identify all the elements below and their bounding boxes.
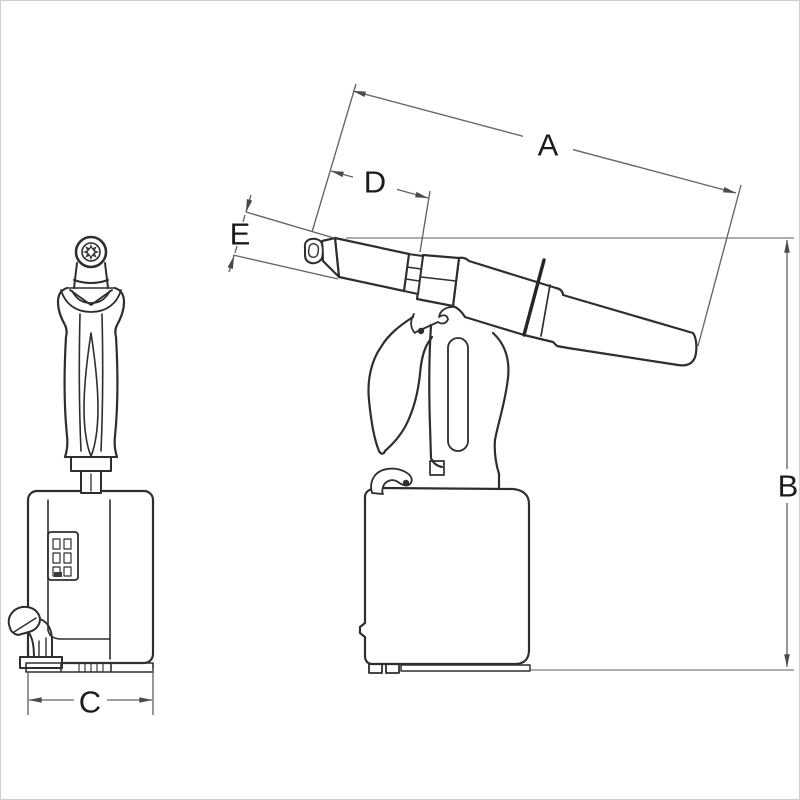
front-nose-center-hole — [86, 246, 96, 258]
side-latch-pin — [402, 479, 410, 487]
side-view — [303, 236, 698, 674]
side-nose-tip-cap — [303, 237, 324, 265]
front-view — [7, 235, 155, 673]
dim-label-d: D — [364, 165, 386, 200]
front-handle-base-step — [64, 456, 118, 472]
dimension-c: C — [27, 668, 154, 720]
front-grip-inner-lines — [78, 313, 104, 452]
side-handle-front-edge — [428, 323, 444, 469]
side-barrel — [333, 236, 411, 293]
side-base-cylinder — [358, 486, 531, 666]
dim-label-a: A — [538, 128, 559, 163]
side-latch — [370, 467, 413, 495]
side-trigger — [367, 315, 434, 455]
side-receiver-tail — [451, 256, 698, 367]
side-feet — [368, 663, 400, 674]
dimension-e: E — [227, 194, 339, 280]
side-retaining-pin — [522, 258, 546, 337]
dim-label-b: B — [778, 469, 799, 504]
side-trigger-clevis — [410, 306, 454, 335]
front-base-cylinder — [26, 489, 155, 665]
front-crescent-detail — [60, 289, 122, 313]
dimension-d: D — [330, 164, 431, 253]
front-grip-leaf-slot — [83, 332, 99, 457]
dim-e-arrow-lower — [227, 255, 235, 273]
side-handle-slot — [447, 337, 469, 452]
dim-label-c: C — [79, 685, 101, 720]
side-base-plate — [400, 664, 531, 672]
dim-label-e: E — [230, 217, 251, 252]
dim-e-arrow-upper — [245, 194, 253, 213]
side-nose-cone — [320, 236, 341, 279]
front-foot-serrations — [78, 662, 104, 673]
side-band-line — [540, 284, 551, 337]
front-spec-plate — [47, 531, 79, 581]
side-handle-rear-edge — [491, 331, 510, 491]
front-shoulder-left — [56, 286, 69, 459]
side-nose-tip-inner — [307, 243, 320, 258]
dimensions: A D E B C — [27, 83, 799, 720]
side-handle-fitting — [429, 460, 445, 476]
front-neck — [73, 262, 109, 289]
side-barrel-assembly — [303, 236, 461, 308]
front-foot-strip — [25, 662, 154, 673]
front-shoulder-right — [113, 286, 126, 459]
side-trigger-pivot — [417, 327, 425, 335]
dimension-b: B — [771, 239, 799, 668]
front-nosepiece — [74, 235, 108, 269]
dimension-a: A — [311, 83, 742, 347]
